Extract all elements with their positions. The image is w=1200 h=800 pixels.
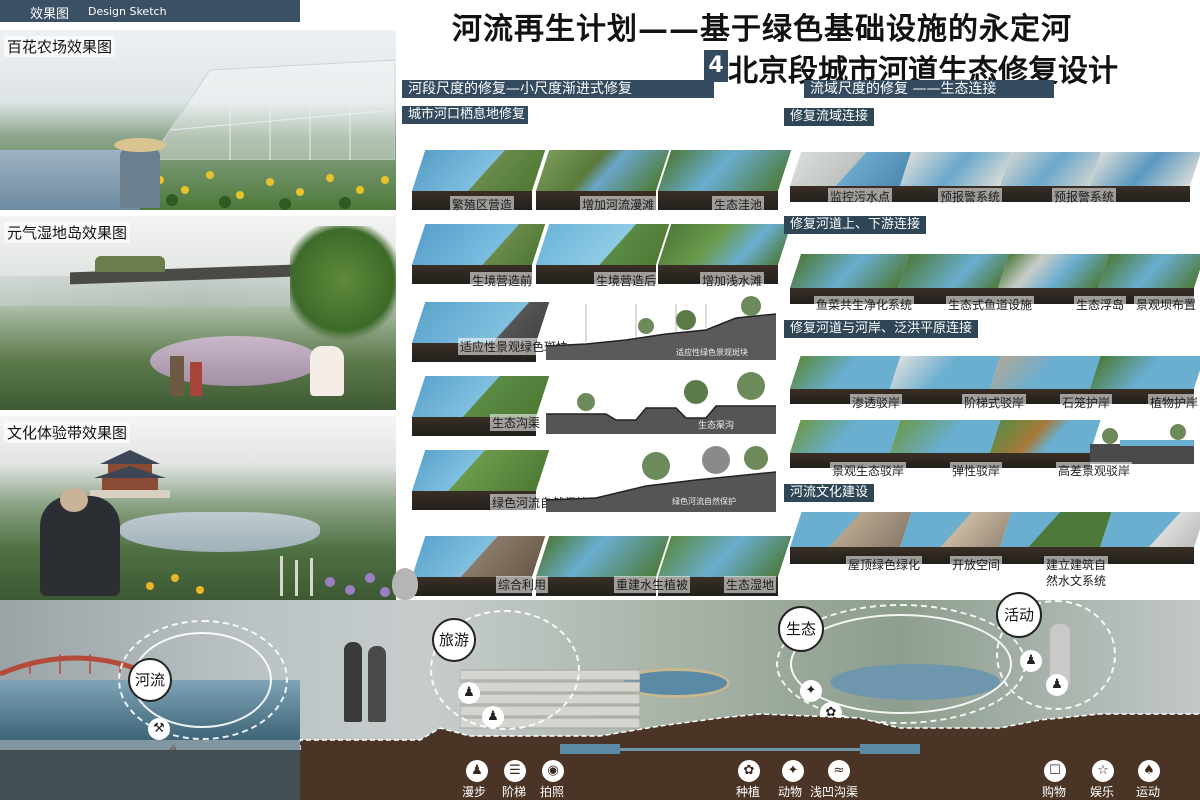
activity-label: 种植 bbox=[736, 785, 761, 799]
diagram-tile bbox=[790, 420, 901, 468]
shopping-icon: ☐ bbox=[1044, 760, 1066, 782]
right-group-heading: 修复流域连接 bbox=[784, 108, 875, 126]
diagram-label: 景观坝布置 bbox=[1134, 296, 1199, 313]
right-banner: 流域尺度的修复 ——生态连接 bbox=[804, 80, 1054, 98]
stairs-icon: ☰ bbox=[504, 760, 526, 782]
activity-label: 动物 bbox=[778, 785, 803, 799]
diagram-label: 生态洼池 bbox=[712, 196, 765, 213]
person-icon: ♟ bbox=[1020, 650, 1042, 672]
section-caption: 适应性绿色景观斑块 bbox=[676, 348, 748, 357]
diagram-label: 鱼菜共生净化系统 bbox=[814, 296, 915, 313]
entertainment-icon: ☆ bbox=[1092, 760, 1114, 782]
activity-label: 漫步 bbox=[462, 785, 487, 799]
diagram-label: 生态浮岛 bbox=[1074, 296, 1127, 313]
zone-label-river: 河流 bbox=[128, 658, 172, 702]
rendering-label: 元气湿地岛效果图 bbox=[4, 222, 131, 243]
zone-label-tourism: 旅游 bbox=[432, 618, 476, 662]
diagram-label: 适应性景观绿色斑块 bbox=[458, 338, 571, 355]
diagram-label: 增加河流漫滩 bbox=[580, 196, 657, 213]
zone-ring bbox=[996, 600, 1116, 710]
diagram-label: 然水文系统 bbox=[1044, 572, 1109, 589]
zone-ring bbox=[118, 620, 288, 740]
person-figure bbox=[344, 642, 362, 722]
person-figure bbox=[368, 646, 386, 722]
walk-icon: ♟ bbox=[466, 760, 488, 782]
diagram-label: 屋顶绿色绿化 bbox=[846, 556, 923, 573]
activity-label: 娱乐 bbox=[1090, 785, 1115, 799]
diagram-label: 重建水生植被 bbox=[614, 576, 691, 593]
activity-label: 阶梯 bbox=[502, 785, 527, 799]
rendering-cultural-belt: 文化体验带效果图 bbox=[0, 416, 396, 608]
section-drawing bbox=[546, 296, 776, 360]
activity-label: 运动 bbox=[1136, 785, 1161, 799]
diagram-label: 预报警系统 bbox=[1052, 188, 1117, 205]
diagram-label: 开放空间 bbox=[950, 556, 1003, 573]
diagram-tile bbox=[890, 420, 1001, 468]
walking-icon: ⚒ bbox=[148, 718, 170, 740]
diagram-label: 建立建筑自 bbox=[1044, 556, 1109, 573]
section-caption: 生态渠沟 bbox=[698, 421, 735, 431]
rendering-wetland-island: 元气湿地岛效果图 bbox=[0, 216, 396, 410]
rendering-label: 百花农场效果图 bbox=[4, 36, 116, 57]
activity-label: 购物 bbox=[1042, 785, 1067, 799]
balloon bbox=[392, 568, 418, 600]
diagram-label: 生态式鱼道设施 bbox=[946, 296, 1035, 313]
rendering-flower-farm: 百花农场效果图 bbox=[0, 30, 396, 210]
middle-banner: 河段尺度的修复—小尺度渐进式修复 bbox=[402, 80, 714, 98]
diagram-label: 生境营造后 bbox=[594, 272, 659, 289]
ditch-icon: ≈ bbox=[828, 760, 850, 782]
walking-icon: ♟ bbox=[482, 706, 504, 728]
diagram-label: 阶梯式驳岸 bbox=[962, 394, 1027, 411]
right-group-heading: 修复河道上、下游连接 bbox=[784, 216, 927, 234]
diagram-label: 高差景观驳岸 bbox=[1056, 462, 1133, 479]
page-number-badge: 4 bbox=[704, 50, 728, 82]
activity-label: 拍照 bbox=[540, 785, 565, 799]
tag-en: Design Sketch bbox=[88, 5, 167, 18]
camera-icon: ◉ bbox=[542, 760, 564, 782]
diagram-label: 生态湿地 bbox=[724, 576, 777, 593]
diagram-label: 生境营造前 bbox=[470, 272, 535, 289]
right-group-heading: 河流文化建设 bbox=[784, 484, 875, 502]
diagram-label: 渗透驳岸 bbox=[850, 394, 903, 411]
section-drawing bbox=[546, 372, 776, 434]
diagram-label: 繁殖区营造 bbox=[450, 196, 515, 213]
diagram-label: 监控污水点 bbox=[828, 188, 893, 205]
section-drawing bbox=[546, 446, 776, 512]
bird-icon: ✦ bbox=[800, 680, 822, 702]
zone-label-activity: 活动 bbox=[996, 592, 1042, 638]
diagram-label: 综合利用 bbox=[496, 576, 549, 593]
diagram-label: 生态沟渠 bbox=[490, 414, 543, 431]
right-group-heading: 修复河道与河岸、泛洪平原连接 bbox=[784, 320, 979, 338]
person-icon: ♟ bbox=[1046, 674, 1068, 696]
diagram-tile bbox=[990, 420, 1101, 468]
diagram-label: 弹性驳岸 bbox=[950, 462, 1003, 479]
section-caption: 绿色河流自然保护 bbox=[672, 497, 736, 506]
diagram-label: 预报警系统 bbox=[938, 188, 1003, 205]
tag-cn: 效果图 bbox=[30, 7, 70, 22]
diagram-label: 景观生态驳岸 bbox=[830, 462, 907, 479]
zone-label-ecology: 生态 bbox=[778, 606, 824, 652]
zone-ring bbox=[430, 610, 580, 730]
ground-section bbox=[0, 713, 1200, 800]
diagram-label: 石笼护岸 bbox=[1060, 394, 1113, 411]
header-tag-bar: 效果图 Design Sketch bbox=[0, 0, 300, 22]
page-title-line1: 河流再生计划——基于绿色基础设施的永定河 bbox=[452, 12, 1072, 47]
rendering-label: 文化体验带效果图 bbox=[4, 422, 131, 443]
plant-icon: ✿ bbox=[738, 760, 760, 782]
activity-label: 浅凹沟渠 bbox=[810, 785, 859, 799]
diagram-label: 植物护岸 bbox=[1148, 394, 1200, 411]
person-icon: ♟ bbox=[458, 682, 480, 704]
middle-subheading: 城市河口栖息地修复 bbox=[402, 106, 528, 124]
sport-icon: ♠ bbox=[1138, 760, 1160, 782]
bird-icon: ✦ bbox=[782, 760, 804, 782]
section-drawing bbox=[1090, 424, 1194, 464]
diagram-tile bbox=[1100, 512, 1200, 564]
diagram-label: 增加浅水滩 bbox=[700, 272, 765, 289]
